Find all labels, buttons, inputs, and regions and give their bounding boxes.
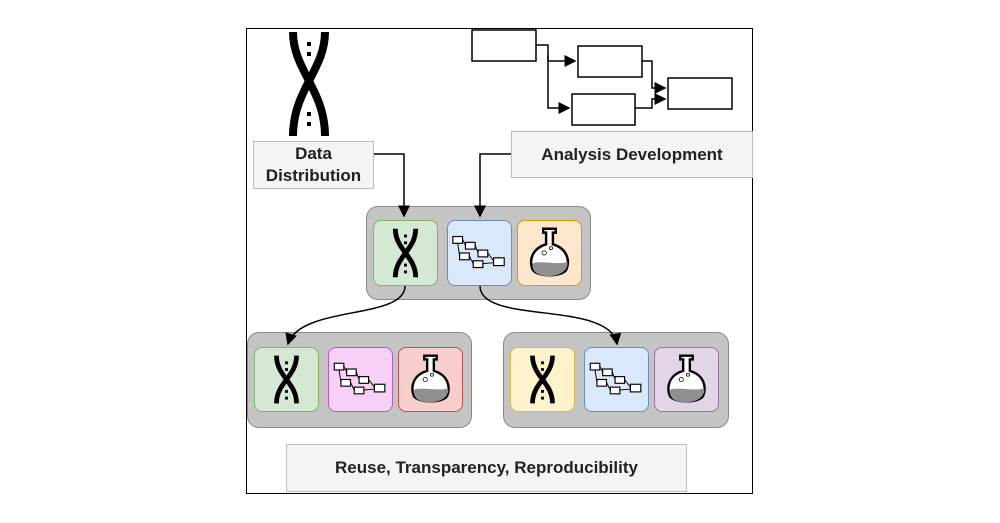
right-flask-tile xyxy=(654,347,719,412)
data-distribution-label: Data Distribution xyxy=(253,141,374,189)
flask-icon xyxy=(529,227,570,277)
dna-icon xyxy=(392,228,419,278)
flask-icon xyxy=(411,354,450,403)
workflow-icon xyxy=(452,235,505,269)
analysis-development-label: Analysis Development xyxy=(511,131,753,178)
workflow-icon xyxy=(589,362,642,395)
workflow-icon xyxy=(333,362,386,395)
reuse-text: Reuse, Transparency, Reproducibility xyxy=(335,458,638,477)
dna-icon xyxy=(274,355,299,404)
right-dna-tile xyxy=(510,347,575,412)
dna-icon xyxy=(289,31,329,137)
dna-icon xyxy=(530,355,555,404)
left-workflow-tile xyxy=(328,347,393,412)
data-distribution-line2: Distribution xyxy=(265,166,362,185)
data-distribution-line1: Data xyxy=(295,144,332,163)
right-workflow-tile xyxy=(584,347,649,412)
top-dna-tile xyxy=(373,220,438,286)
flask-icon xyxy=(667,354,706,403)
left-dna-tile xyxy=(254,347,319,412)
reuse-label: Reuse, Transparency, Reproducibility xyxy=(286,444,687,492)
top-flask-tile xyxy=(517,220,582,286)
top-workflow-tile xyxy=(447,220,512,286)
analysis-development-text: Analysis Development xyxy=(541,144,723,164)
left-flask-tile xyxy=(398,347,463,412)
